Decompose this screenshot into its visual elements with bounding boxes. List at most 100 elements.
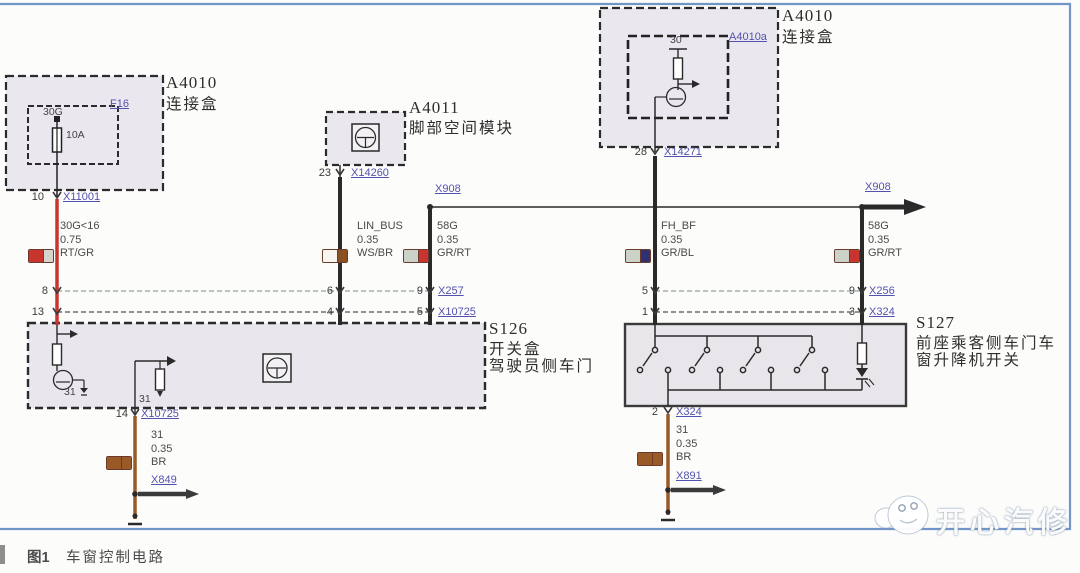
kl30-circuit: 30G<16: [60, 220, 100, 232]
connector-x908-right: X908: [865, 181, 891, 193]
swatch-gr-rt-right: [834, 249, 860, 263]
pin-5-right: 5: [641, 285, 648, 297]
connector-x14271: X14271: [664, 146, 702, 158]
connector-x14260: X14260: [351, 167, 389, 179]
wire-spec-fh: FH_BF 0.35 GR/BL: [661, 220, 696, 261]
a4010a-internals: [654, 48, 700, 152]
a4011-desc: 脚部空间模块: [409, 120, 515, 137]
pin-14: 14: [115, 408, 128, 420]
figure-number: 图1: [27, 550, 50, 566]
pin-23: 23: [318, 167, 331, 179]
pin-10: 10: [31, 191, 44, 203]
swatch-gr-bl: [625, 249, 651, 263]
splice-x849: X849: [151, 474, 177, 486]
pin-9-left: 9: [416, 285, 423, 297]
gndr-gauge: 0.35: [676, 437, 698, 450]
s127-desc2: 窗升降机开关: [916, 352, 1022, 369]
gndl-gauge: 0.35: [151, 442, 173, 455]
fh-color-code: GR/BL: [661, 247, 695, 259]
rail-label-x257: X257: [438, 285, 464, 297]
connector-x324-pin: X324: [676, 406, 702, 418]
box-a4010-right: [598, 6, 780, 149]
pin-connector-glyphs: [52, 147, 867, 417]
lin-color-code: WS/BR: [357, 247, 394, 259]
swatch-gr-rt-left: [403, 249, 429, 263]
pin-9-right: 9: [848, 285, 855, 297]
pin-13: 13: [31, 306, 44, 318]
g58r-color-code: GR/RT: [868, 247, 903, 259]
watermark-text: 开心汽修: [936, 507, 1073, 539]
ground-right: [661, 414, 726, 522]
s126-desc1: 开关盒: [489, 341, 542, 358]
swatch-ws-br: [322, 249, 348, 263]
a4010-right-desc: 连接盒: [782, 29, 835, 46]
fuse-rating: 10A: [66, 129, 85, 141]
ground-left: [128, 416, 199, 526]
s127-desc1: 前座乘客侧车门车: [916, 335, 1057, 352]
rail-label-x10725: X10725: [438, 306, 476, 318]
pin-28: 28: [634, 146, 647, 158]
g58l-color-code: GR/RT: [437, 247, 472, 259]
box-f16: [27, 105, 119, 165]
pin-6: 6: [326, 285, 333, 297]
kl30-gauge: 0.75: [60, 233, 82, 246]
swatch-br-right: [637, 452, 663, 466]
g58r-circuit: 58G: [868, 220, 889, 232]
swatch-rt-gr: [28, 249, 54, 263]
fuse-symbol: [51, 116, 63, 198]
wire-spec-lin: LIN_BUS 0.35 WS/BR: [357, 220, 403, 261]
splice-x891: X891: [676, 470, 702, 482]
wire-spec-gnd-left: 31 0.35 BR: [151, 429, 172, 470]
a4010-left-desc: 连接盒: [166, 96, 219, 113]
pin-4: 4: [326, 306, 333, 318]
label-a4010a: A4010a: [729, 31, 767, 43]
g58r-gauge: 0.35: [868, 233, 890, 246]
gndr-circuit: 31: [676, 424, 689, 436]
s126-ground-31-b: 31: [139, 393, 151, 405]
s126-desc2: 驾驶员侧车门: [489, 358, 595, 375]
a4010-right-name: A4010: [782, 6, 834, 25]
g58l-gauge: 0.35: [437, 233, 459, 246]
box-s126: [26, 321, 487, 410]
kl30-color-code: RT/GR: [60, 247, 95, 259]
gndl-color-code: BR: [151, 456, 167, 468]
a4011-icon: [351, 123, 380, 152]
connector-x11001: X11001: [63, 191, 101, 203]
x908-arrowhead: [904, 199, 926, 215]
page-frame-line: [0, 2, 1072, 531]
swatch-br-left: [106, 456, 132, 470]
s126-internals: [51, 325, 292, 414]
s127-name: S127: [916, 313, 955, 332]
pin-3: 3: [848, 306, 855, 318]
s127-internals: [636, 325, 875, 406]
s126-name: S126: [489, 319, 528, 338]
rail-label-x324: X324: [869, 306, 895, 318]
terminal-30: 30: [670, 34, 682, 46]
figure-title: 车窗控制电路: [66, 550, 165, 566]
fh-gauge: 0.35: [661, 233, 683, 246]
rail-label-x256: X256: [869, 285, 895, 297]
connector-x10725-pin: X10725: [141, 408, 179, 420]
a4010-left-name: A4010: [166, 73, 218, 92]
fh-circuit: FH_BF: [661, 220, 696, 232]
pin-8: 8: [41, 285, 48, 297]
pin-2: 2: [651, 406, 658, 418]
fuse-terminal-30g: 30G: [43, 106, 63, 118]
pin-1: 1: [641, 306, 648, 318]
wire-spec-kl30: 30G<16 0.75 RT/GR: [60, 220, 99, 261]
gndl-circuit: 31: [151, 429, 164, 441]
box-a4010-left: [4, 74, 165, 192]
g58l-circuit: 58G: [437, 220, 458, 232]
fuse-label: F16: [110, 98, 129, 110]
wire-spec-58g-right: 58G 0.35 GR/RT: [868, 220, 902, 261]
gndr-color-code: BR: [676, 451, 692, 463]
box-s127: [623, 322, 908, 408]
connector-x908-left: X908: [435, 183, 461, 195]
a4011-name: A4011: [409, 98, 460, 117]
lin-circuit: LIN_BUS: [357, 220, 403, 232]
wire-spec-gnd-right: 31 0.35 BR: [676, 424, 697, 465]
s126-ground-31-a: 31: [64, 386, 76, 398]
caption-tick: [0, 545, 5, 564]
